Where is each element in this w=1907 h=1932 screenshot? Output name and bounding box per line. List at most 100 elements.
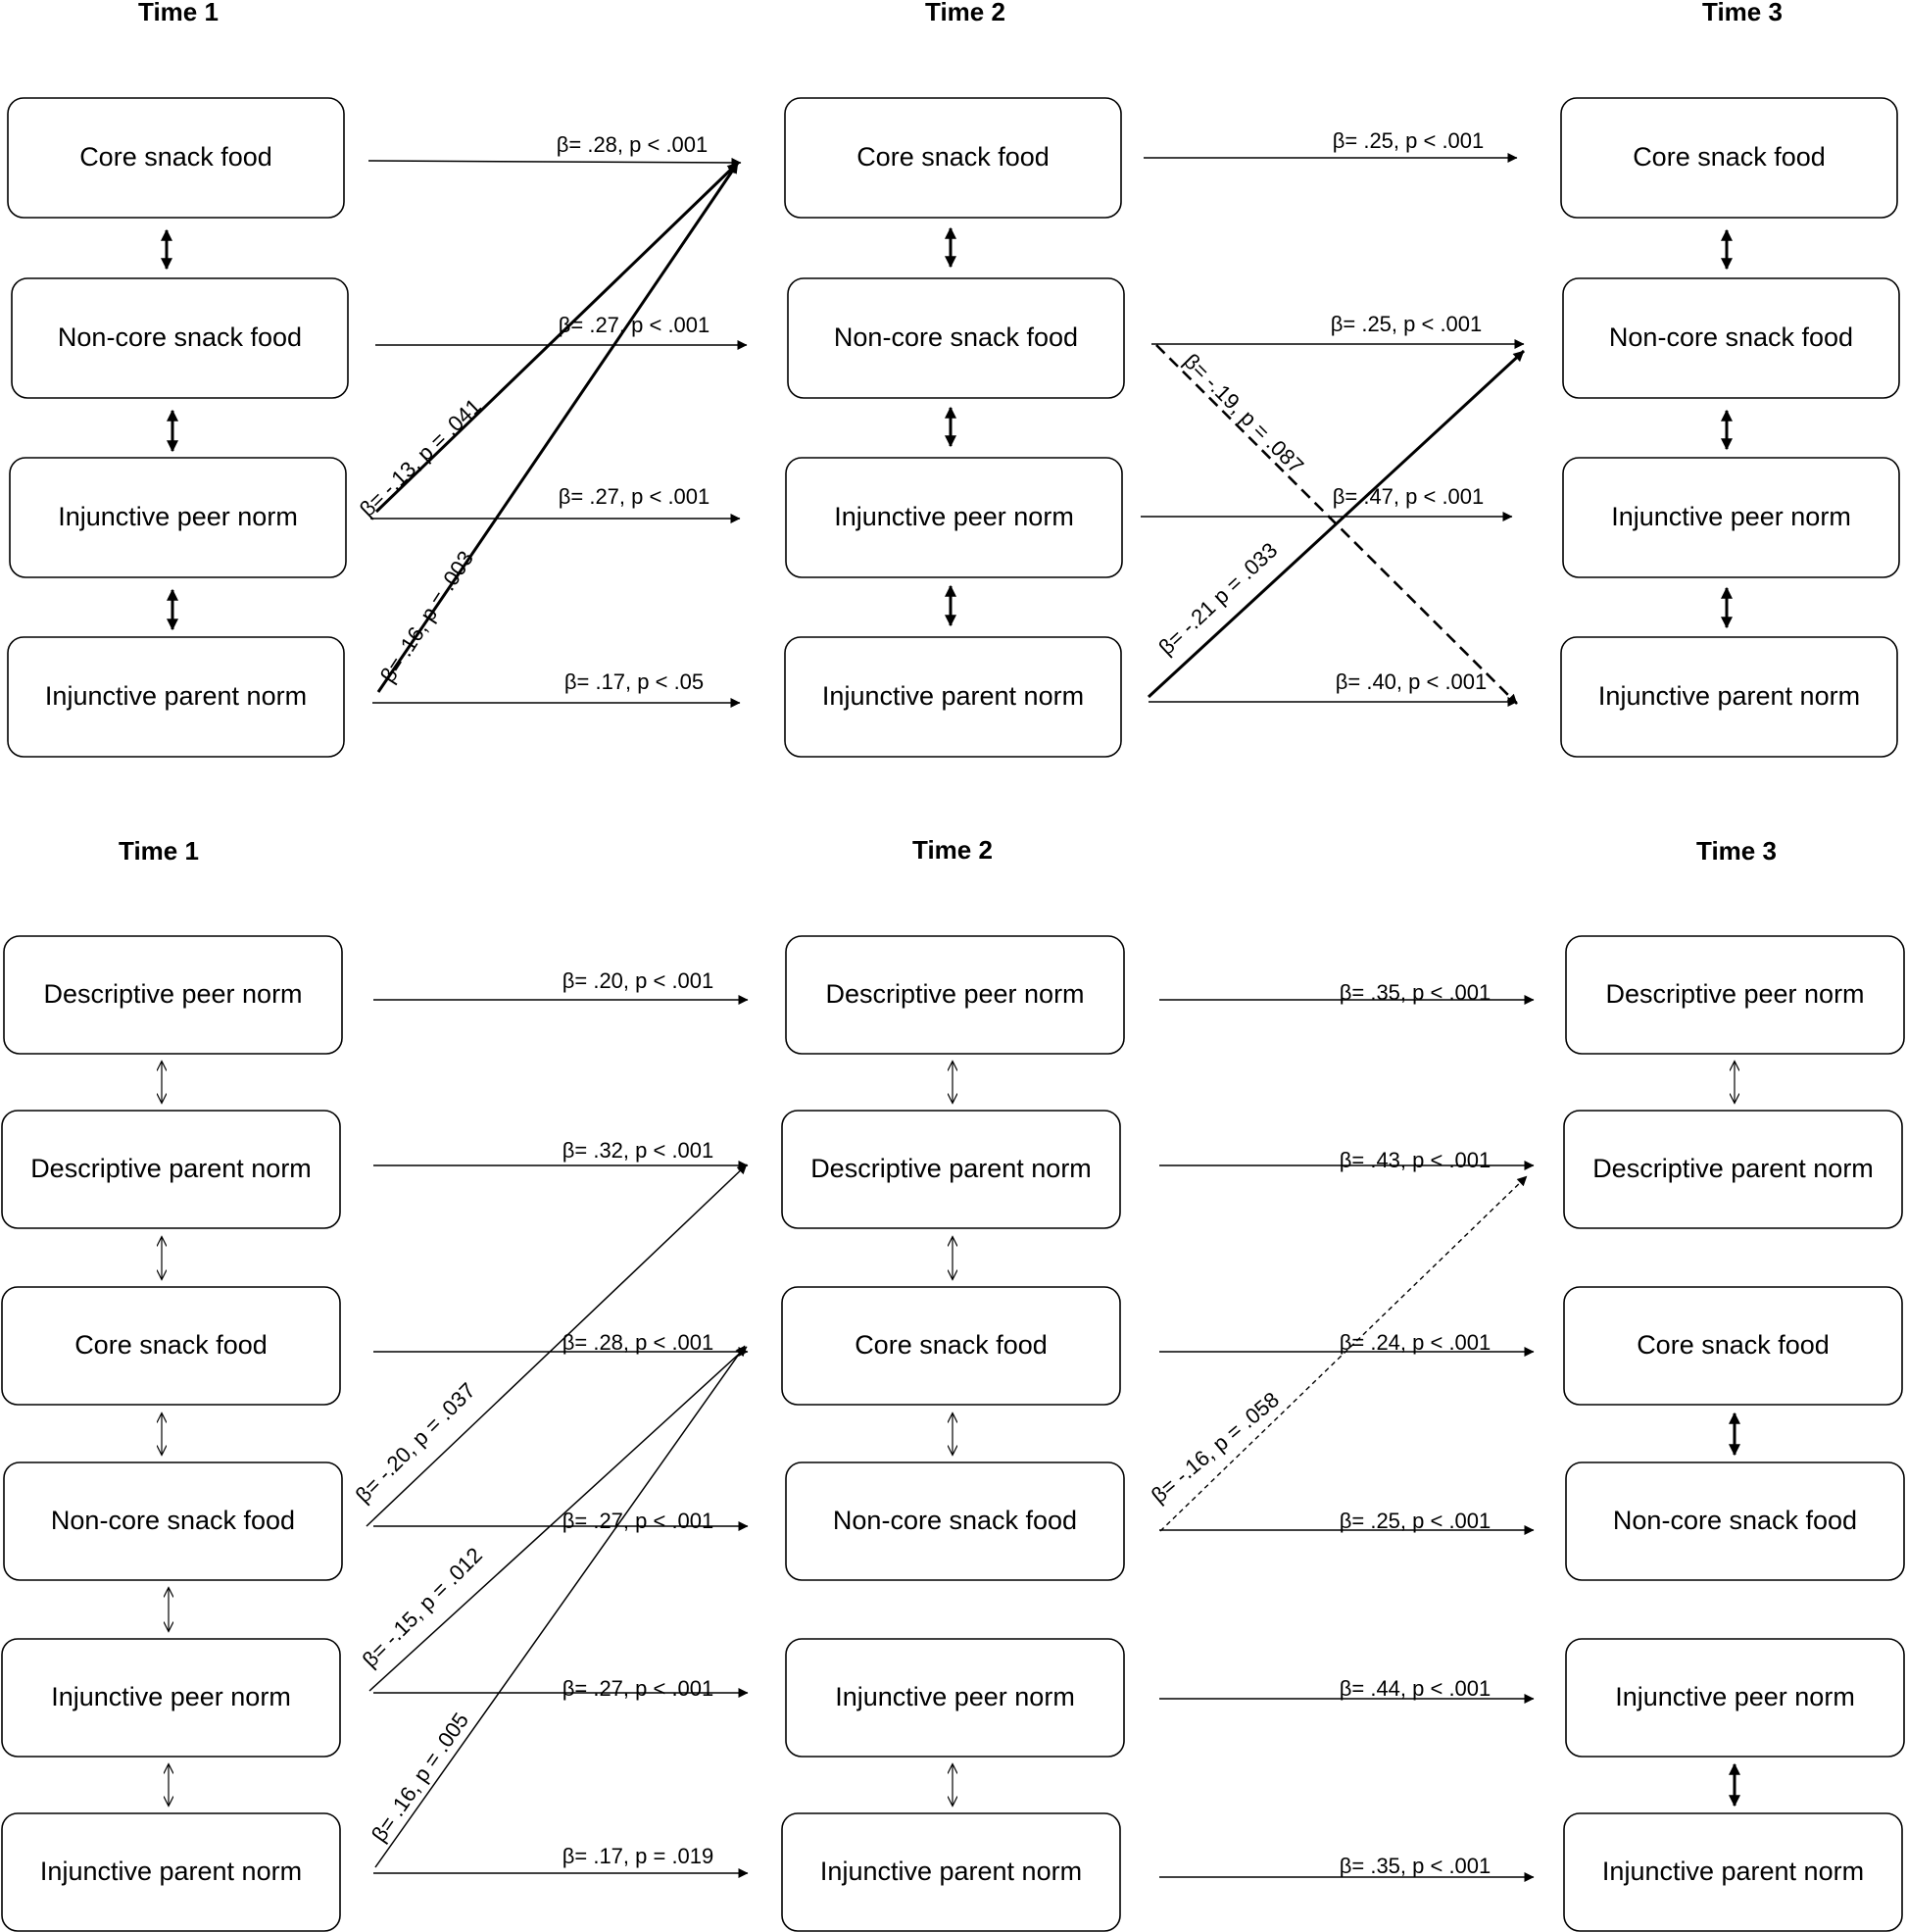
top-t1-injunctive-parent-norm-node: Injunctive parent norm xyxy=(7,636,345,758)
bottom-path-12-coefficient-label: β= .24, p < .001 xyxy=(1340,1330,1491,1355)
node-box xyxy=(781,1812,1121,1932)
top-path-2-coefficient-label: β= .27, p < .001 xyxy=(559,313,710,337)
top-t2-injunctive-parent-norm-node: Injunctive parent norm xyxy=(784,636,1122,758)
node-box xyxy=(785,1638,1125,1758)
bottom-t1-injunctive-peer-norm-node: Injunctive peer norm xyxy=(1,1638,341,1758)
node-label: Injunctive parent norm xyxy=(820,1857,1082,1886)
node-label: Core snack food xyxy=(79,142,272,172)
node-box xyxy=(785,457,1123,578)
node-box xyxy=(1563,1110,1903,1229)
bottom-t3-injunctive-peer-norm-node: Injunctive peer norm xyxy=(1565,1638,1905,1758)
node-label: Non-core snack food xyxy=(833,1506,1077,1535)
bottom-path-11-coefficient-label: β= .43, p < .001 xyxy=(1340,1148,1491,1172)
node-label: Injunctive parent norm xyxy=(45,681,307,711)
node-label: Descriptive parent norm xyxy=(810,1154,1092,1183)
node-box xyxy=(787,277,1125,399)
bottom-t1-core-snack-food-node: Core snack food xyxy=(1,1286,341,1406)
top-path-10-coefficient-label: β= .40, p < .001 xyxy=(1336,669,1488,694)
node-box xyxy=(1562,277,1900,399)
node-label: Descriptive parent norm xyxy=(1592,1154,1874,1183)
node-box xyxy=(1565,1638,1905,1758)
node-label: Injunctive peer norm xyxy=(835,1682,1075,1711)
bottom-t3-descriptive-parent-norm-node: Descriptive parent norm xyxy=(1563,1110,1903,1229)
node-box xyxy=(3,1461,343,1581)
top-path-5-coefficient-label: β= -.13, p = .041 xyxy=(355,394,486,521)
node-box xyxy=(1562,457,1900,578)
top-path-7-coefficient-label: β= .25, p < .001 xyxy=(1333,128,1485,153)
bottom-t3-core-snack-food-node: Core snack food xyxy=(1563,1286,1903,1406)
top-t1-non-core-snack-food-node: Non-core snack food xyxy=(11,277,349,399)
top-t3-non-core-snack-food-node: Non-core snack food xyxy=(1562,277,1900,399)
node-label: Core snack food xyxy=(1633,142,1826,172)
bottom-t1-injunctive-parent-norm-node: Injunctive parent norm xyxy=(1,1812,341,1932)
node-label: Injunctive peer norm xyxy=(1615,1682,1855,1711)
bottom-path-10-coefficient-label: β= .35, p < .001 xyxy=(1340,980,1491,1005)
node-box xyxy=(1565,935,1905,1055)
node-box xyxy=(784,97,1122,219)
bottom-path-3-coefficient-label: β= .28, p < .001 xyxy=(562,1330,714,1355)
top-path-11-coefficient-label: β= -.19, p = .087 xyxy=(1179,349,1308,478)
node-box xyxy=(9,457,347,578)
bottom-path-1-coefficient-label: β= .20, p < .001 xyxy=(562,968,714,993)
bottom-t3-injunctive-parent-norm-node: Injunctive parent norm xyxy=(1563,1812,1903,1932)
node-label: Core snack food xyxy=(856,142,1050,172)
bottom-path-14-coefficient-label: β= .44, p < .001 xyxy=(1340,1676,1491,1701)
node-box xyxy=(3,935,343,1055)
node-box xyxy=(781,1110,1121,1229)
top-t1-core-snack-food-node: Core snack food xyxy=(7,97,345,219)
top-path-1-solid xyxy=(367,157,742,168)
bottom-t2-injunctive-parent-norm-node: Injunctive parent norm xyxy=(781,1812,1121,1932)
top-time-2-label: Time 2 xyxy=(925,0,1005,26)
bottom-path-13-coefficient-label: β= .25, p < .001 xyxy=(1340,1509,1491,1533)
top-t1-injunctive-peer-norm-node: Injunctive peer norm xyxy=(9,457,347,578)
node-label: Injunctive peer norm xyxy=(834,502,1074,531)
bottom-path-4-coefficient-label: β= .27, p < .001 xyxy=(562,1509,714,1533)
bottom-path-15-coefficient-label: β= .35, p < .001 xyxy=(1340,1854,1491,1878)
node-box xyxy=(1560,636,1898,758)
top-path-8-coefficient-label: β= .25, p < .001 xyxy=(1331,312,1483,336)
node-label: Core snack food xyxy=(855,1330,1048,1360)
top-path-9-coefficient-label: β= .47, p < .001 xyxy=(1333,484,1485,509)
top-path-5-bold xyxy=(374,161,740,514)
node-label: Injunctive parent norm xyxy=(40,1857,302,1886)
bottom-t1-non-core-snack-food-node: Non-core snack food xyxy=(3,1461,343,1581)
node-box xyxy=(784,636,1122,758)
bottom-path-9-coefficient-label: β= .16, p = .005 xyxy=(367,1709,473,1847)
node-label: Injunctive peer norm xyxy=(58,502,298,531)
bottom-path-9-solid xyxy=(374,1345,746,1868)
bottom-t2-descriptive-peer-norm-node: Descriptive peer norm xyxy=(785,935,1125,1055)
node-label: Core snack food xyxy=(1637,1330,1830,1360)
node-box xyxy=(781,1286,1121,1406)
top-t3-injunctive-parent-norm-node: Injunctive parent norm xyxy=(1560,636,1898,758)
bottom-path-7-coefficient-label: β= -.20, p = .037 xyxy=(351,1378,480,1508)
bottom-path-8-solid xyxy=(368,1346,748,1692)
node-label: Descriptive peer norm xyxy=(825,979,1084,1009)
bottom-path-5-coefficient-label: β= .27, p < .001 xyxy=(562,1676,714,1701)
top-path-6-coefficient-label: β= .16, p = .003 xyxy=(375,546,478,686)
lines-layer xyxy=(162,153,1740,1882)
node-label: Descriptive peer norm xyxy=(43,979,302,1009)
bottom-time-1-label: Time 1 xyxy=(119,836,199,866)
top-time-3-label: Time 3 xyxy=(1702,0,1783,26)
node-box xyxy=(7,636,345,758)
node-label: Descriptive peer norm xyxy=(1605,979,1864,1009)
bottom-time-2-label: Time 2 xyxy=(912,835,993,865)
node-label: Non-core snack food xyxy=(1609,322,1853,352)
bottom-t2-descriptive-parent-norm-node: Descriptive parent norm xyxy=(781,1110,1121,1229)
node-box xyxy=(1,1286,341,1406)
node-box xyxy=(1565,1461,1905,1581)
top-path-4-coefficient-label: β= .17, p < .05 xyxy=(564,669,704,694)
node-label: Injunctive parent norm xyxy=(1602,1857,1864,1886)
bottom-path-16-coefficient-label: β= -.16, p = .058 xyxy=(1147,1387,1284,1508)
node-label: Injunctive peer norm xyxy=(51,1682,291,1711)
top-path-1-coefficient-label: β= .28, p < .001 xyxy=(557,132,709,157)
node-label: Non-core snack food xyxy=(58,322,302,352)
node-label: Injunctive parent norm xyxy=(1598,681,1860,711)
node-label: Injunctive peer norm xyxy=(1611,502,1851,531)
node-label: Injunctive parent norm xyxy=(822,681,1084,711)
node-label: Non-core snack food xyxy=(1613,1506,1857,1535)
bottom-t3-descriptive-peer-norm-node: Descriptive peer norm xyxy=(1565,935,1905,1055)
top-path-12-bold xyxy=(1147,349,1526,699)
